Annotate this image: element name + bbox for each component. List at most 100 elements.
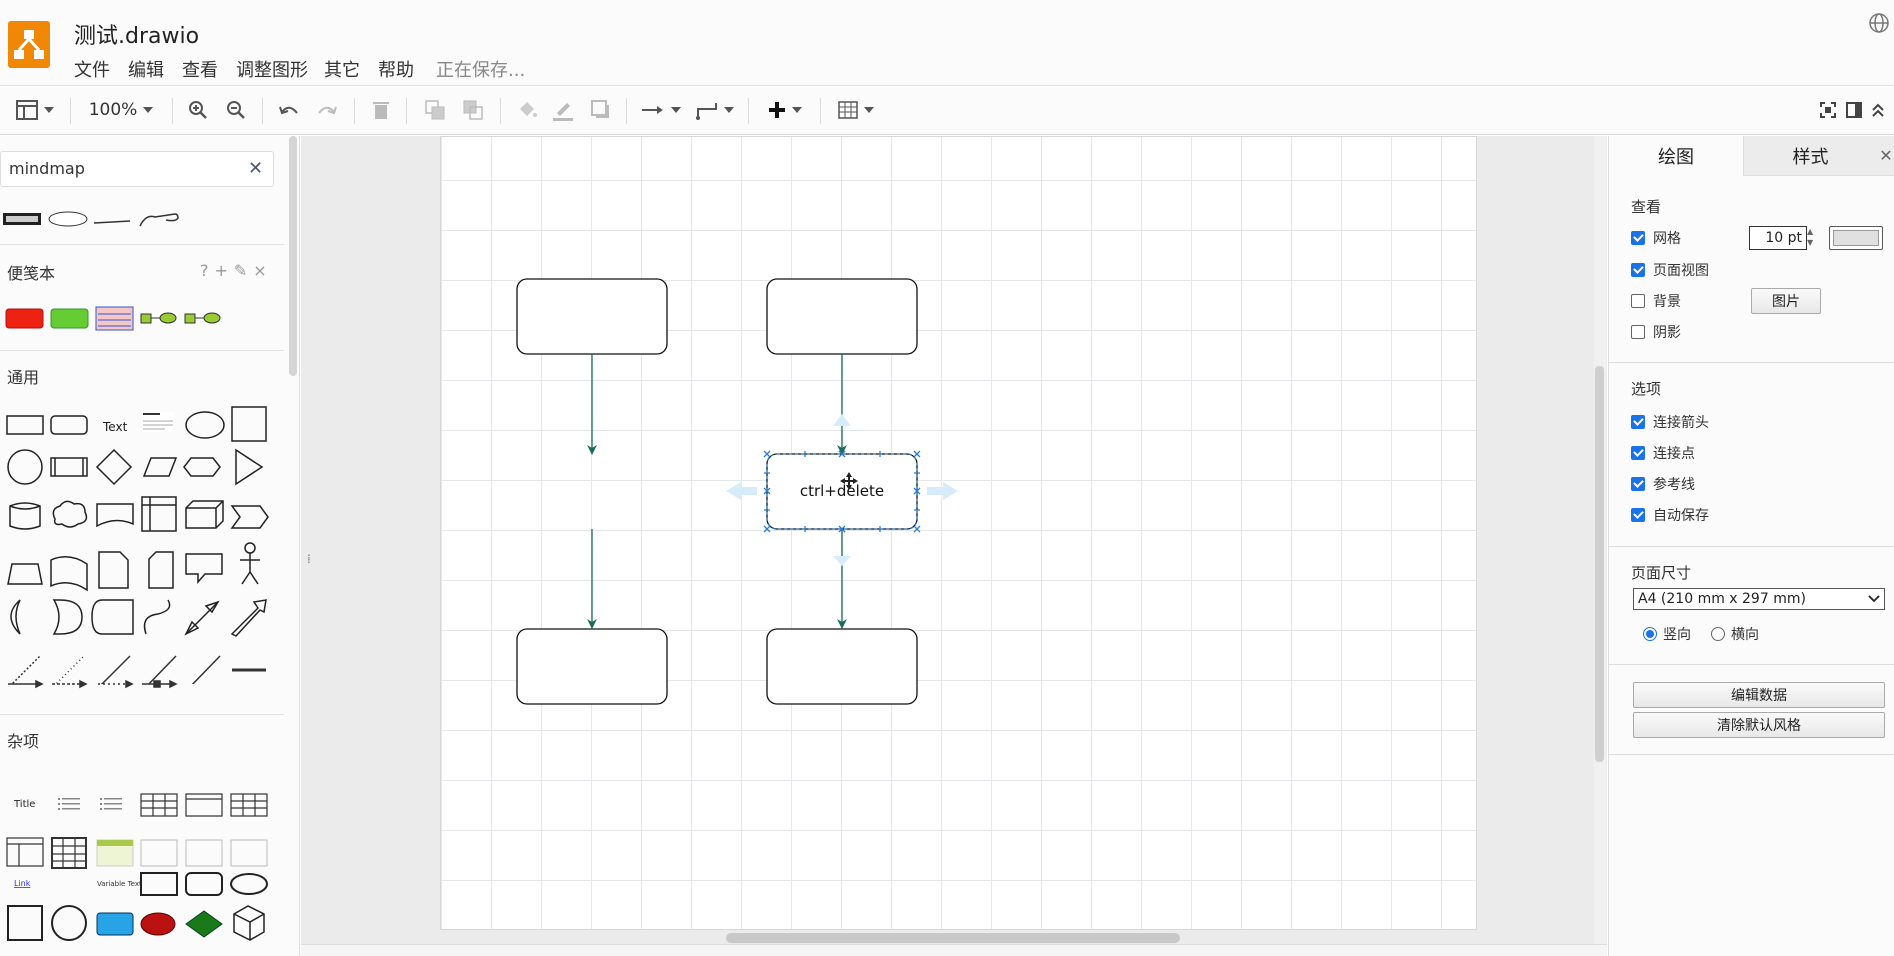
- scratchpad-title[interactable]: 便笺本: [7, 264, 56, 283]
- hover-arrows[interactable]: [726, 414, 958, 566]
- misc-shapes[interactable]: Title Link Variable Text: [0, 766, 280, 956]
- menu-arrange[interactable]: 调整图形: [236, 60, 308, 81]
- document-title[interactable]: 测试.drawio: [74, 24, 200, 49]
- page-view-checkbox[interactable]: 页面视图: [1631, 260, 1709, 280]
- misc-title-label: Title: [13, 799, 35, 810]
- close-panel-icon[interactable]: ✕: [1877, 136, 1894, 176]
- layout-icon: [16, 100, 38, 120]
- drawio-logo-icon: [8, 21, 50, 68]
- selected-shape-label[interactable]: ctrl+delete: [800, 482, 884, 500]
- zoom-out-icon: [227, 101, 245, 119]
- sidebar-icon: [1846, 102, 1862, 118]
- redo-button[interactable]: [312, 94, 342, 126]
- scratchpad-shapes[interactable]: [0, 306, 240, 332]
- diagram-page[interactable]: [440, 136, 1477, 930]
- misc-section-title[interactable]: 杂项: [7, 732, 40, 751]
- toolbar: 100%: [0, 85, 1894, 135]
- general-section-title[interactable]: 通用: [7, 368, 40, 387]
- background-checkbox[interactable]: 背景: [1631, 291, 1681, 311]
- edit-data-button[interactable]: 编辑数据: [1633, 682, 1885, 708]
- grid-size-stepper[interactable]: ▲▼: [1807, 227, 1814, 247]
- zoom-select[interactable]: 100%: [82, 94, 160, 126]
- shape-search-input[interactable]: mindmap: [0, 151, 274, 187]
- grid-color-button[interactable]: [1829, 226, 1883, 250]
- to-front-icon: [425, 100, 445, 120]
- collapse-button[interactable]: [1866, 94, 1890, 126]
- sidebar-scrollbar[interactable]: [289, 136, 297, 376]
- portrait-radio[interactable]: 竖向: [1643, 624, 1691, 644]
- shape-top-left[interactable]: [516, 278, 668, 355]
- zoom-out-button[interactable]: [222, 94, 250, 126]
- menu-extras[interactable]: 其它: [324, 60, 360, 81]
- menu-file[interactable]: 文件: [74, 60, 110, 81]
- general-shapes[interactable]: Text: [0, 404, 280, 684]
- table-button[interactable]: [834, 94, 878, 126]
- waypoints-button[interactable]: [694, 94, 736, 126]
- tab-style[interactable]: 样式: [1743, 136, 1877, 176]
- fullscreen-icon: [1820, 102, 1836, 118]
- options-section-title: 选项: [1631, 380, 1662, 398]
- shadow-checkbox[interactable]: 阴影: [1631, 322, 1681, 342]
- landscape-radio[interactable]: 横向: [1711, 624, 1759, 644]
- search-result-shapes[interactable]: [0, 206, 190, 232]
- autosave-checkbox[interactable]: 自动保存: [1631, 505, 1709, 525]
- undo-button[interactable]: [274, 94, 304, 126]
- diagram-shapes[interactable]: ctrl+delete: [301, 136, 1607, 956]
- to-back-icon: [463, 100, 483, 120]
- shadow-button[interactable]: [586, 94, 616, 126]
- table-icon: [838, 101, 858, 119]
- diagram-canvas[interactable]: ctrl+delete: [301, 136, 1607, 956]
- shadow-icon: [591, 100, 609, 118]
- canvas-vertical-scrollbar[interactable]: [1595, 366, 1604, 762]
- background-image-button[interactable]: 图片: [1751, 288, 1821, 314]
- chevrons-up-icon: [1872, 103, 1884, 117]
- fill-color-button[interactable]: [512, 94, 542, 126]
- connection-arrows-checkbox[interactable]: 连接箭头: [1631, 412, 1709, 432]
- undo-icon: [279, 106, 298, 115]
- shapes-sidebar: mindmap ✕ 便笺本 ?+✎× 通用: [0, 136, 300, 956]
- misc-variable-label: Variable Text: [97, 880, 142, 888]
- fullscreen-button[interactable]: [1816, 94, 1840, 126]
- menu-edit[interactable]: 编辑: [128, 60, 164, 81]
- plus-icon: [769, 102, 785, 118]
- to-back-button[interactable]: [458, 94, 488, 126]
- connection-points-checkbox[interactable]: 连接点: [1631, 443, 1695, 463]
- trash-icon: [373, 102, 389, 119]
- selection-handles[interactable]: [763, 450, 921, 533]
- to-front-button[interactable]: [420, 94, 450, 126]
- page-tabs-bar[interactable]: [301, 944, 1607, 956]
- zoom-in-icon: [189, 101, 207, 119]
- text-shape-label: Text: [102, 420, 128, 434]
- menu-view[interactable]: 查看: [182, 60, 218, 81]
- app-header: 测试.drawio 文件 编辑 查看 调整图形 其它 帮助 正在保存...: [0, 0, 1894, 85]
- page-size-select[interactable]: A4 (210 mm x 297 mm): [1633, 588, 1885, 610]
- clear-search-icon[interactable]: ✕: [248, 158, 264, 179]
- clear-default-style-button[interactable]: 清除默认风格: [1633, 712, 1885, 738]
- line-color-button[interactable]: [548, 94, 578, 126]
- format-panel: 绘图 样式 ✕ 查看 网格 10 pt ▲▼ 页面视图 背景 图片 阴影 选项 …: [1608, 136, 1894, 956]
- shape-top-right[interactable]: [766, 278, 918, 355]
- grid-checkbox[interactable]: 网格: [1631, 228, 1681, 248]
- arrow-right-icon: [642, 106, 663, 114]
- tab-diagram[interactable]: 绘图: [1609, 136, 1743, 176]
- page-size-section-title: 页面尺寸: [1631, 564, 1692, 582]
- shape-bottom-left[interactable]: [516, 628, 668, 705]
- misc-link-label: Link: [14, 879, 31, 888]
- shape-bottom-right[interactable]: [766, 628, 918, 705]
- grid-size-input[interactable]: 10 pt: [1749, 226, 1807, 250]
- view-panels-button[interactable]: [12, 94, 58, 126]
- menu-help[interactable]: 帮助: [378, 60, 414, 81]
- guides-checkbox[interactable]: 参考线: [1631, 474, 1695, 494]
- format-panel-toggle[interactable]: [1842, 94, 1866, 126]
- zoom-in-button[interactable]: [184, 94, 212, 126]
- canvas-horizontal-scrollbar[interactable]: [726, 933, 1180, 943]
- language-globe-icon[interactable]: [1868, 12, 1890, 34]
- scratchpad-actions-icon[interactable]: ?+✎×: [200, 261, 273, 280]
- paint-bucket-icon: [520, 102, 537, 117]
- delete-button[interactable]: [366, 94, 396, 126]
- page-size-value: A4 (210 mm x 297 mm): [1638, 591, 1806, 607]
- sidebar-resize-handle[interactable]: ⁞: [307, 552, 311, 566]
- general-connector-shapes[interactable]: [0, 672, 280, 696]
- connection-style-button[interactable]: [640, 94, 682, 126]
- insert-button[interactable]: [762, 94, 808, 126]
